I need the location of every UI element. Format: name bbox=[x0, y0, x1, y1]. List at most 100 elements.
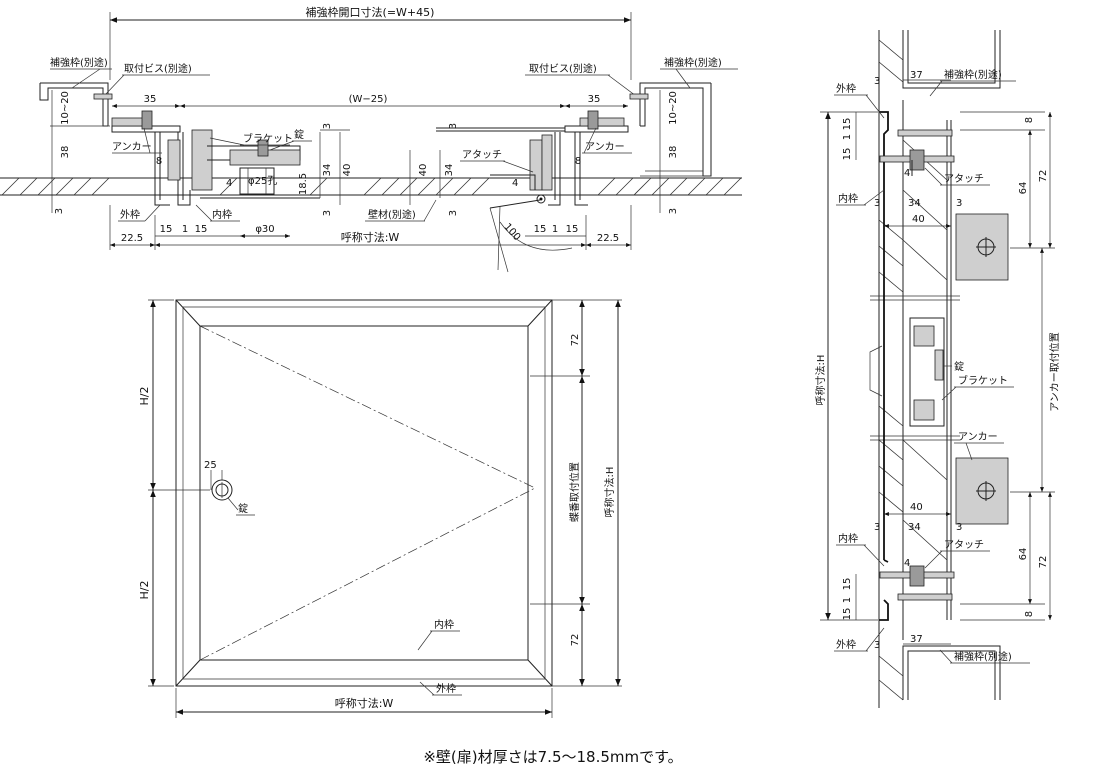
dim-3-mid-top: 3 bbox=[448, 123, 459, 129]
outer-frame-rect bbox=[175, 299, 553, 687]
dim-3-right: 3 bbox=[668, 208, 679, 214]
anchor-right-icon bbox=[587, 110, 599, 130]
attach-top-icon bbox=[909, 149, 925, 171]
dim-8-bottom-side: 8 bbox=[1024, 611, 1035, 617]
dim-18-5: 18.5 bbox=[298, 173, 309, 195]
dim-35-right: 35 bbox=[588, 94, 601, 105]
reinforcement-right-label: 補強枠(別途) bbox=[664, 56, 722, 69]
dim-37-top: 37 bbox=[910, 70, 923, 81]
anchor-left-icon bbox=[141, 110, 153, 130]
anchor-position-label: アンカー取付位置 bbox=[1048, 332, 1061, 412]
front-view: 25 錠 H/2 H/2 72 蝶番取付位置 72 呼称寸法:H 内枠 外枠 呼… bbox=[138, 299, 622, 718]
dim-22-5-right: 22.5 bbox=[597, 233, 619, 244]
dim-37-bottom: 37 bbox=[910, 634, 923, 645]
section-view: 補強枠開口寸法(=W+45) 補強枠(別途) 補強枠(別途) 取付ビス(別途) … bbox=[0, 5, 742, 273]
dim-40-b: 40 bbox=[418, 164, 429, 177]
dim-3-side-b: 3 bbox=[956, 198, 962, 209]
outer-frame-label-front: 外枠 bbox=[436, 682, 456, 695]
attach-top-label: アタッチ bbox=[944, 173, 984, 185]
dim-34-top-side: 34 bbox=[908, 198, 921, 209]
dim-34-b: 34 bbox=[444, 164, 455, 177]
dim-40-a: 40 bbox=[342, 164, 353, 177]
inner-frame-rect bbox=[199, 325, 529, 661]
dim-h-half-top: H/2 bbox=[138, 387, 151, 406]
dim-8-left: 8 bbox=[156, 156, 162, 167]
dim-15-bottom1: 15 bbox=[842, 578, 853, 591]
left-frame-assembly bbox=[111, 110, 350, 206]
dim-15-top2: 15 bbox=[842, 148, 853, 161]
bracket-side-label: ブラケット bbox=[958, 374, 1008, 387]
dim-15-b: 15 bbox=[195, 224, 208, 235]
wall-material-label: 壁材(別途) bbox=[368, 208, 416, 221]
dim-1-top: 1 bbox=[842, 134, 853, 140]
dim-15-c: 15 bbox=[534, 224, 547, 235]
reinforce-top-label: 補強枠(別途) bbox=[944, 68, 1002, 81]
dim-10-20-right: 10~20 bbox=[668, 91, 679, 125]
dim-3-centre-bottom: 3 bbox=[322, 210, 333, 216]
dim-phi-30: φ30 bbox=[255, 224, 274, 235]
nominal-w-front: 呼称寸法:W bbox=[335, 696, 394, 710]
dim-22-5-left: 22.5 bbox=[121, 233, 143, 244]
dim-64-bottom: 64 bbox=[1018, 548, 1029, 561]
outer-frame-label-section: 外枠 bbox=[120, 208, 140, 221]
dim-72-top-front: 72 bbox=[570, 334, 581, 347]
screw-right-label: 取付ビス(別途) bbox=[529, 62, 597, 75]
attach-label-section: アタッチ bbox=[462, 149, 502, 161]
reinforcement-left-label: 補強枠(別途) bbox=[50, 56, 108, 69]
dim-3-side-c: 3 bbox=[874, 522, 880, 533]
attach-bottom-icon bbox=[909, 565, 925, 587]
dim-38-left: 38 bbox=[60, 146, 71, 159]
dim-3-centre-top: 3 bbox=[322, 123, 333, 129]
dim-35-left: 35 bbox=[144, 94, 157, 105]
dim-25-front: 25 bbox=[204, 460, 217, 471]
dim-4-bottom-side: 4 bbox=[904, 558, 910, 569]
dim-4-left: 4 bbox=[226, 178, 232, 189]
dim-10-20-left: 10~20 bbox=[60, 91, 71, 125]
dim-72-bottom-front: 72 bbox=[570, 634, 581, 647]
dim-3-top-side: 3 bbox=[874, 76, 880, 87]
material-thickness-note: ※壁(扉)材厚さは7.5〜18.5mmです。 bbox=[423, 748, 683, 766]
right-frame-assembly bbox=[489, 110, 625, 273]
dim-34-a: 34 bbox=[322, 164, 333, 177]
dim-3-bottom-side: 3 bbox=[874, 640, 880, 651]
inner-frame-label-section: 内枠 bbox=[212, 208, 232, 221]
dim-40-bottom-side: 40 bbox=[910, 502, 923, 513]
hinge-position-label: 蝶番取付位置 bbox=[568, 462, 581, 522]
lock-side-label: 錠 bbox=[954, 360, 964, 373]
inner-frame-top-label: 内枠 bbox=[838, 192, 858, 205]
bracket-side-icon bbox=[909, 317, 945, 427]
anchor-left-label: アンカー bbox=[112, 141, 152, 153]
anchor-right-label: アンカー bbox=[585, 141, 625, 153]
dim-64-top: 64 bbox=[1018, 182, 1029, 195]
anchor-side-label: アンカー bbox=[958, 431, 998, 443]
outer-frame-top-label: 外枠 bbox=[836, 82, 856, 95]
dim-38-right: 38 bbox=[668, 146, 679, 159]
dim-h-half-bottom: H/2 bbox=[138, 581, 151, 600]
dim-72-bottom-side: 72 bbox=[1038, 556, 1049, 569]
reinforcement-frame-left bbox=[39, 82, 109, 127]
dim-8-right: 8 bbox=[575, 156, 581, 167]
wall-hatching bbox=[1, 177, 742, 196]
screw-right-icon bbox=[629, 93, 649, 100]
side-wall-hatching bbox=[878, 39, 948, 701]
attach-bottom-label: アタッチ bbox=[944, 539, 984, 551]
dim-3-side-d: 3 bbox=[956, 522, 962, 533]
screw-left-icon bbox=[93, 93, 113, 100]
inner-frame-bottom-label: 内枠 bbox=[838, 532, 858, 545]
bracket-label: ブラケット bbox=[243, 132, 293, 145]
dim-15-a: 15 bbox=[160, 224, 173, 235]
dim-4-right: 4 bbox=[512, 178, 518, 189]
dim-8-top-side: 8 bbox=[1024, 117, 1035, 123]
dim-1-a: 1 bbox=[182, 224, 188, 235]
lock-label-front: 錠 bbox=[238, 502, 248, 515]
reinforce-bottom-label: 補強枠(別途) bbox=[954, 650, 1012, 663]
side-view: 外枠 3 37 補強枠(別途) 8 15 1 15 4 アタッチ 64 72 内… bbox=[814, 30, 1061, 708]
dim-15-top1: 15 bbox=[842, 118, 853, 131]
nominal-w-section: 呼称寸法:W bbox=[341, 230, 400, 244]
dim-15-bottom2: 15 bbox=[842, 608, 853, 621]
dim-40-top-side: 40 bbox=[912, 214, 925, 225]
dim-3-left: 3 bbox=[54, 208, 65, 214]
hole-25-label: φ25孔 bbox=[248, 175, 277, 187]
dim-34-bottom-side: 34 bbox=[908, 522, 921, 533]
dim-1-b: 1 bbox=[552, 224, 558, 235]
